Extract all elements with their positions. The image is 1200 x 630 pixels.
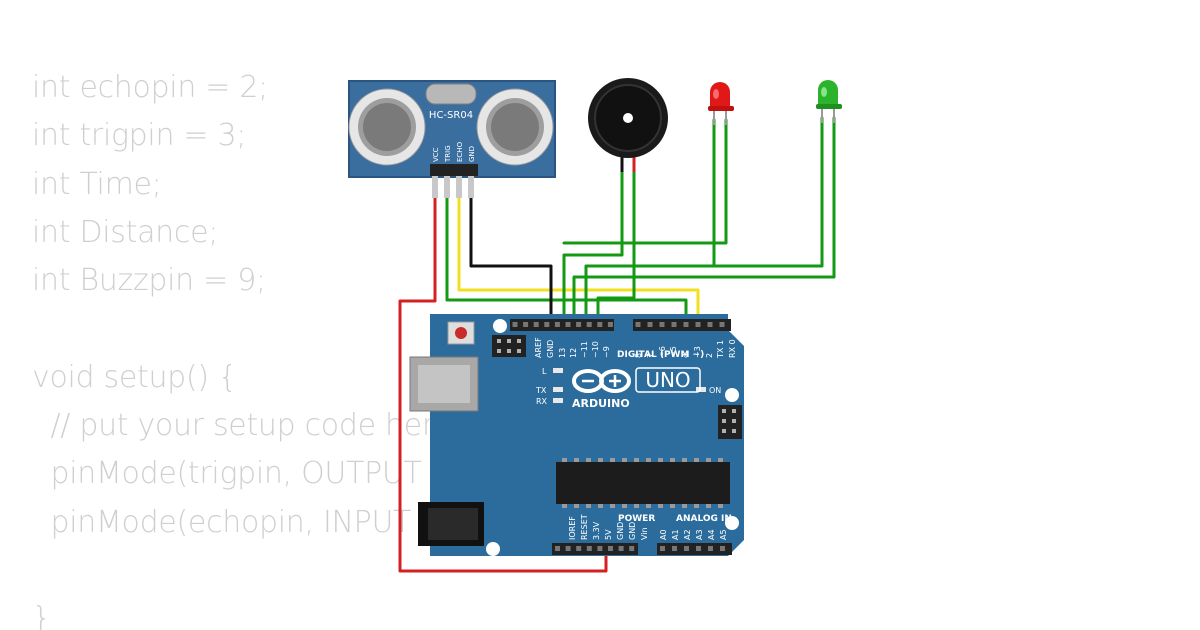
digital-pin-label: AREF — [534, 337, 543, 358]
arduino-logo-text: ARDUINO — [572, 397, 630, 410]
code-line: int Time; — [32, 166, 162, 202]
wire-led-green-a[interactable] — [712, 116, 824, 268]
sensor-label: HC-SR04 — [429, 110, 473, 121]
digital-pin-label: ~9 — [602, 346, 611, 358]
power-pin-label: 5V — [604, 529, 613, 540]
wire-led-red-b[interactable] — [562, 118, 728, 245]
code-line: pinMode(trigpin, OUTPUT — [32, 456, 422, 492]
tx-label: TX — [535, 386, 547, 395]
analog-pin-label: A2 — [683, 529, 692, 540]
led-red[interactable] — [708, 82, 734, 125]
wire-gnd-black[interactable] — [469, 194, 553, 325]
digital-pin-label: RX 0 — [728, 339, 737, 358]
analog-pin-label: A0 — [659, 529, 668, 540]
digital-pin-label: ~5 — [669, 346, 678, 358]
digital-pin-label: ~6 — [658, 346, 667, 358]
code-line: int trigpin = 3; — [32, 118, 247, 154]
buzzer[interactable] — [588, 78, 668, 172]
wire-vcc-red[interactable] — [398, 194, 608, 573]
ultrasonic-sensor[interactable]: HC-SR04 VCC TRIG ECHO GND — [348, 80, 556, 198]
code-line: // put your setup code here — [32, 408, 452, 444]
digital-pin-label: TX 1 — [716, 340, 725, 359]
header-power — [552, 543, 638, 555]
analog-pin-label: A4 — [707, 529, 716, 540]
code-background: int echopin = 2; int trigpin = 3; int Time… — [32, 64, 452, 630]
analog-pin-label: A3 — [695, 529, 704, 540]
wire-echo-green[interactable] — [445, 194, 688, 325]
code-line: pinMode(echopin, INPUT — [32, 504, 412, 540]
power-pin-label: RESET — [580, 514, 589, 540]
l-label: L — [542, 367, 547, 376]
code-line: int Buzzpin = 9; — [32, 263, 266, 299]
analog-pin-label: A1 — [671, 529, 680, 540]
code-line: int Distance; — [32, 214, 219, 250]
power-pin-label: GND — [628, 522, 637, 540]
power-pin-label: IOREF — [568, 516, 577, 540]
microcontroller-chip — [556, 462, 730, 504]
header-digital-low — [633, 319, 731, 331]
sensor-pin-vcc: VCC — [432, 147, 440, 162]
digital-pin-label: ~10 — [591, 341, 600, 358]
sensor-pin-echo: ECHO — [456, 141, 464, 162]
digital-pin-label: 8 — [634, 353, 643, 358]
code-line: int echopin = 2; — [32, 70, 268, 105]
digital-pin-label: 7 — [646, 353, 655, 358]
wires — [398, 116, 836, 573]
digital-pin-label: GND — [546, 340, 555, 358]
power-pin-label: Vin — [640, 527, 649, 540]
analog-label: ANALOG IN — [676, 514, 732, 524]
digital-pin-label: 12 — [569, 348, 578, 358]
digital-pin-label: 13 — [558, 348, 567, 358]
power-label: POWER — [618, 514, 655, 524]
wire-buzzer-green[interactable] — [562, 161, 624, 325]
digital-pin-label: 4 — [681, 353, 690, 358]
led-green[interactable] — [816, 80, 842, 123]
wire-led-green-b[interactable] — [572, 116, 836, 325]
power-pin-label: 3.3V — [592, 521, 601, 540]
on-label: ON — [709, 386, 721, 395]
sensor-pin-trig: TRIG — [444, 145, 452, 163]
power-pin-label: GND — [616, 522, 625, 540]
arduino-logo-icon — [572, 369, 631, 393]
uno-label: UNO — [645, 368, 690, 392]
wire-trig-yellow[interactable] — [457, 194, 700, 325]
wire-led-red-a[interactable] — [584, 118, 716, 325]
digital-pin-label: 2 — [705, 353, 714, 358]
digital-label: DIGITAL (PWM ~) — [617, 350, 704, 360]
digital-pin-label: ~11 — [580, 341, 589, 358]
code-line: void setup() { — [32, 359, 237, 395]
code-line: } — [32, 601, 51, 630]
rx-label: RX — [536, 397, 548, 406]
sensor-pin-gnd: GND — [468, 146, 476, 162]
wire-buzzer-red[interactable] — [596, 161, 636, 325]
digital-pin-label: ~3 — [693, 346, 702, 358]
analog-pin-label: A5 — [719, 529, 728, 540]
